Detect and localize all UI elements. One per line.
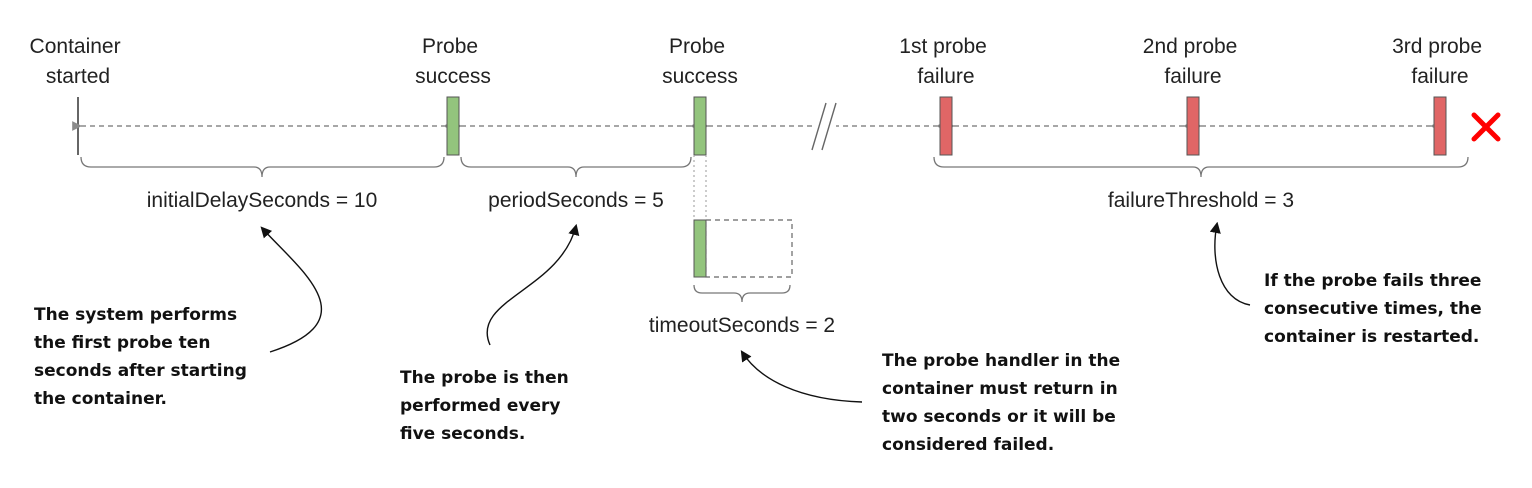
- param-timeout: timeoutSeconds = 2: [649, 314, 835, 337]
- timeline-break-marks: [811, 102, 837, 151]
- arrow-timeout-note: [740, 350, 863, 403]
- label-failure-2: 2nd probe failure: [1143, 35, 1243, 88]
- label-failure-3: 3rd probe failure: [1392, 35, 1488, 88]
- brace-timeout: [693, 284, 791, 303]
- probe-failure-marker-2: [1186, 96, 1200, 156]
- param-initial-delay: initialDelaySeconds = 10: [147, 189, 378, 212]
- label-probe-success-1: Probe success: [415, 35, 491, 88]
- brace-failure-threshold: [933, 156, 1469, 178]
- arrow-period-note: [486, 223, 580, 346]
- probe-success-marker-2: [693, 96, 707, 156]
- note-timeout: The probe handler in the container must …: [882, 351, 1126, 455]
- note-failure-threshold: If the probe fails three consecutive tim…: [1264, 271, 1488, 347]
- note-initial-delay: The system performs the first probe ten …: [34, 305, 253, 409]
- brace-period: [460, 156, 692, 178]
- probe-failure-marker-3: [1433, 96, 1447, 156]
- note-period: The probe is then performed every five s…: [400, 368, 575, 444]
- arrow-failure-note: [1209, 221, 1251, 306]
- label-failure-1: 1st probe failure: [899, 35, 992, 88]
- brace-initial-delay: [80, 156, 445, 178]
- probe-failure-marker-1: [939, 96, 953, 156]
- param-period: periodSeconds = 5: [488, 189, 664, 212]
- timeout-window-box: [705, 219, 793, 278]
- probe-success-marker-1: [446, 96, 460, 156]
- label-container-started: Container started: [30, 35, 127, 88]
- param-failure-threshold: failureThreshold = 3: [1108, 189, 1294, 212]
- timeout-probe-marker: [693, 219, 707, 278]
- label-probe-success-2: Probe success: [662, 35, 738, 88]
- red-x-icon: [1471, 112, 1501, 142]
- arrow-initial-delay-note: [260, 226, 323, 353]
